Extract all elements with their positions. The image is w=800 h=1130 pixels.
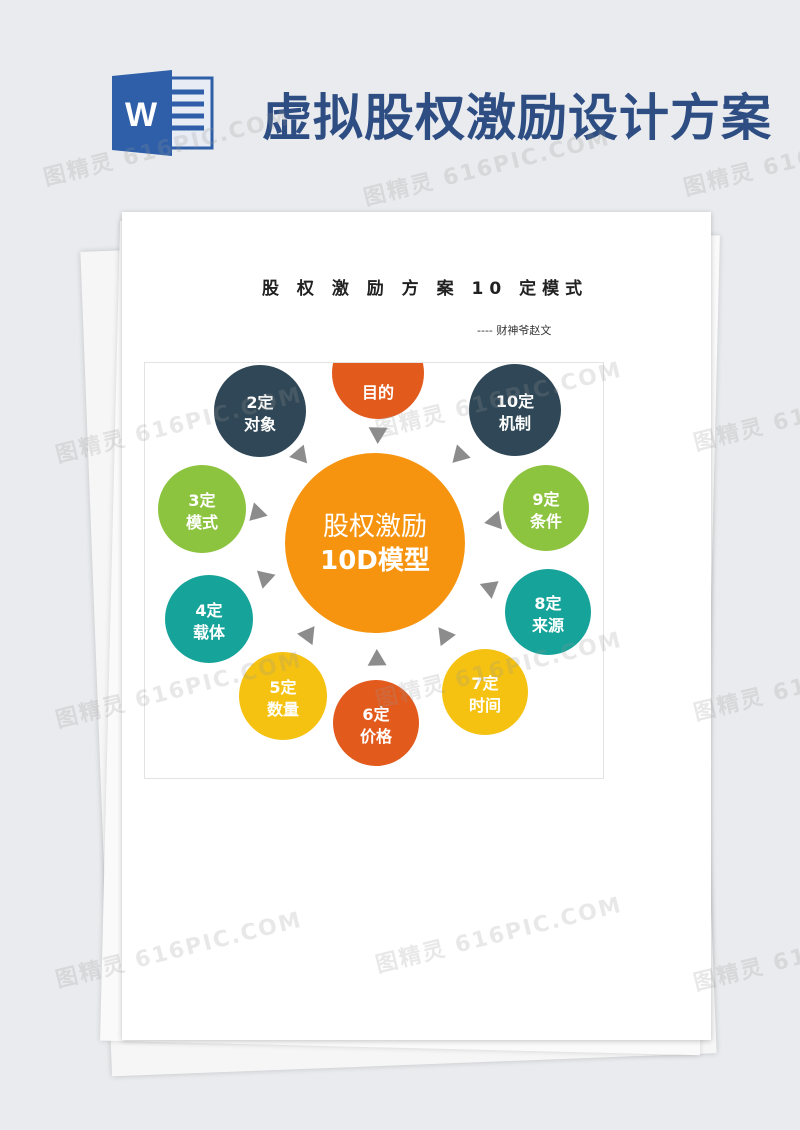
node-label-line2: 来源 — [531, 616, 564, 635]
node-label-line2: 目的 — [362, 383, 394, 402]
arrow-icon — [484, 510, 503, 530]
node-circle — [469, 364, 561, 456]
node-label-line2: 条件 — [529, 512, 562, 531]
node-0: 目的 — [332, 363, 424, 419]
watermark: 图精灵 616PIC.COM — [373, 892, 626, 979]
svg-text:W: W — [125, 96, 158, 134]
arrow-icon — [256, 570, 276, 589]
center-circle — [285, 453, 465, 633]
node-label-line2: 模式 — [186, 513, 218, 532]
node-circle — [165, 575, 253, 663]
node-label-line2: 时间 — [469, 696, 501, 715]
arrow-icon — [297, 626, 315, 646]
word-document-icon: W — [112, 70, 214, 156]
node-circle — [239, 652, 327, 740]
header-title: 虚拟股权激励设计方案 — [262, 89, 772, 147]
node-label-line1: 10定 — [496, 392, 534, 411]
node-label-line2: 机制 — [499, 414, 531, 433]
node-circle — [442, 649, 528, 735]
document-author: ---- 财神爷赵文 — [477, 324, 552, 337]
arrow-icon — [367, 649, 387, 666]
node-circle — [158, 465, 246, 553]
arrow-icon — [249, 502, 268, 521]
arrow-icon — [438, 627, 456, 647]
arrows-group — [249, 427, 503, 666]
node-label-line1: 3定 — [188, 491, 215, 510]
arrow-icon — [289, 444, 308, 464]
node-label-line1: 9定 — [532, 490, 559, 509]
node-label-line1: 7定 — [471, 674, 498, 693]
header-banner: W 虚拟股权激励设计方案 — [0, 0, 800, 200]
center-label-line1: 股权激励 — [323, 512, 427, 542]
node-circle — [214, 365, 306, 457]
node-circle — [332, 363, 424, 419]
arrow-icon — [479, 581, 499, 599]
node-label-line2: 载体 — [193, 623, 226, 642]
node-label-line1: 4定 — [195, 601, 222, 620]
node-label-line1: 6定 — [362, 705, 389, 724]
node-label-line1: 2定 — [246, 393, 273, 412]
watermark: 图精灵 616PIC.COM — [53, 907, 306, 994]
node-label-line1: 8定 — [534, 594, 561, 613]
node-circle — [333, 680, 419, 766]
document-title: 股 权 激 励 方 案 10 定模式 — [262, 279, 589, 299]
center-label-line2: 10D模型 — [320, 546, 430, 576]
node-label-line1: 5定 — [269, 678, 296, 697]
arrow-icon — [452, 444, 471, 463]
document-page: 股 权 激 励 方 案 10 定模式 ---- 财神爷赵文 股权激励 10D模型… — [53, 212, 711, 1040]
node-label-line2: 数量 — [267, 700, 299, 719]
node-circle — [503, 465, 589, 551]
arrow-icon — [368, 427, 388, 444]
node-circle — [505, 569, 591, 655]
node-label-line2: 价格 — [360, 727, 393, 746]
node-label-line2: 对象 — [244, 415, 276, 434]
